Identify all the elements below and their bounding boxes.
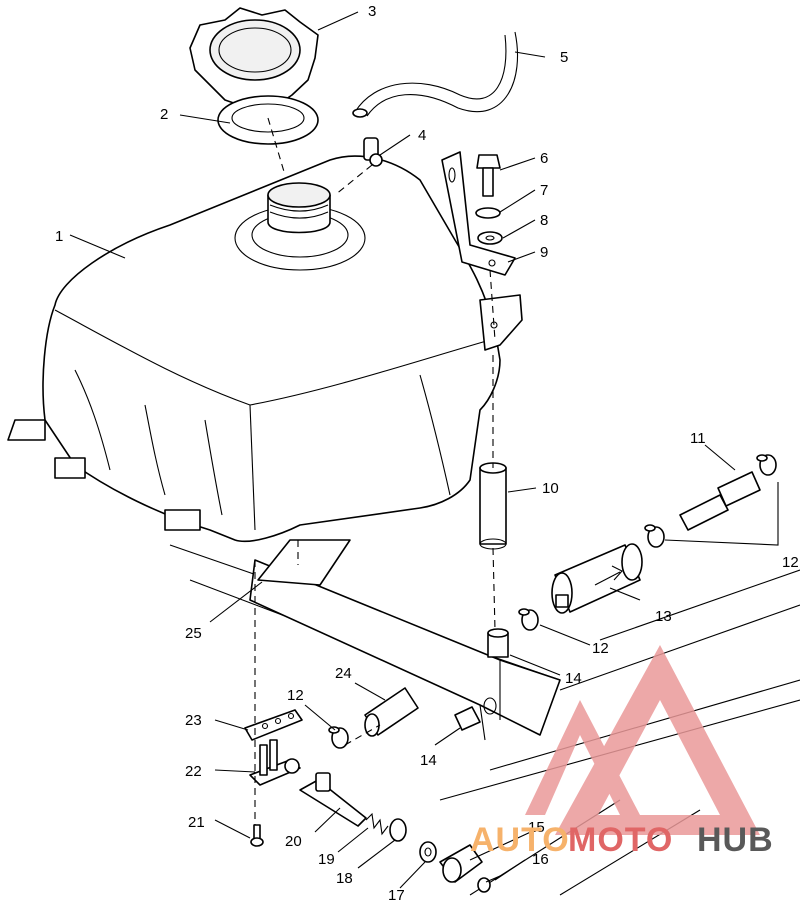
mount-bracket [441, 151, 516, 276]
lock-washer [475, 207, 501, 219]
callout-5: 5 [560, 49, 568, 66]
valve-plate [244, 709, 303, 741]
callout-labels: 1 2 3 4 5 6 7 8 9 10 11 12 12 12 13 14 1… [55, 3, 799, 902]
callout-23: 23 [185, 712, 202, 729]
fuel-cap [189, 7, 319, 111]
watermark-mountain [525, 700, 640, 815]
callout-8: 8 [540, 212, 548, 229]
detent-washer [389, 818, 407, 842]
hose-clamp-upper-left [644, 524, 665, 548]
valve-shaft [299, 772, 367, 827]
callout-15: 15 [528, 819, 545, 836]
callout-1: 1 [55, 228, 63, 245]
vent-fitting [363, 137, 383, 167]
callout-20: 20 [285, 833, 302, 850]
callout-3: 3 [368, 3, 376, 20]
bolt [476, 154, 501, 197]
vent-hose [352, 31, 519, 118]
hose-clamp-filter [518, 608, 539, 631]
watermark-hub: HUB [697, 821, 774, 859]
callout-6: 6 [540, 150, 548, 167]
callout-13: 13 [655, 608, 672, 625]
callout-25: 25 [185, 625, 202, 642]
valve-knob [439, 844, 483, 883]
callout-14-right: 14 [565, 670, 582, 687]
bushing [487, 628, 509, 658]
callout-21: 21 [188, 814, 205, 831]
spring [365, 812, 389, 836]
fuel-hose-upper [679, 471, 761, 531]
callout-17: 17 [388, 887, 405, 902]
callout-4: 4 [418, 127, 426, 144]
washer-lower [419, 841, 437, 863]
watermark-text: AUTO MOTO HUB [470, 821, 774, 859]
flat-washer [477, 231, 503, 245]
fuel-filter [551, 543, 643, 614]
hose-clamp-upper-right [756, 454, 777, 476]
hose-clamp-lower [328, 726, 349, 749]
watermark-moto: MOTO [568, 821, 673, 859]
grommet [454, 697, 497, 731]
leader-lines [69, 11, 779, 889]
fuel-hose-lower [364, 687, 419, 737]
callout-12-filter: 12 [592, 640, 609, 657]
callout-10: 10 [542, 480, 559, 497]
knob-screw [477, 875, 501, 893]
callout-2: 2 [160, 106, 168, 123]
callout-19: 19 [318, 851, 335, 868]
valve-screw [250, 824, 264, 847]
callout-11: 11 [690, 430, 706, 447]
fuel-tank [7, 155, 523, 543]
fuel-valve [249, 739, 301, 786]
callout-7: 7 [540, 182, 548, 199]
assembly-lines [254, 117, 496, 825]
callout-14-left: 14 [420, 752, 437, 769]
callout-16: 16 [532, 851, 549, 868]
callout-22: 22 [185, 763, 202, 780]
callout-24: 24 [335, 665, 352, 682]
callout-12-right: 12 [782, 554, 799, 571]
callout-9: 9 [540, 244, 548, 261]
heat-shield-pad [257, 539, 351, 586]
callout-12-lower: 12 [287, 687, 304, 704]
watermark-auto: AUTO [470, 821, 570, 859]
spacer [479, 462, 507, 550]
callout-18: 18 [336, 870, 353, 887]
watermark-logo [525, 645, 760, 835]
cap-gasket [217, 95, 319, 145]
